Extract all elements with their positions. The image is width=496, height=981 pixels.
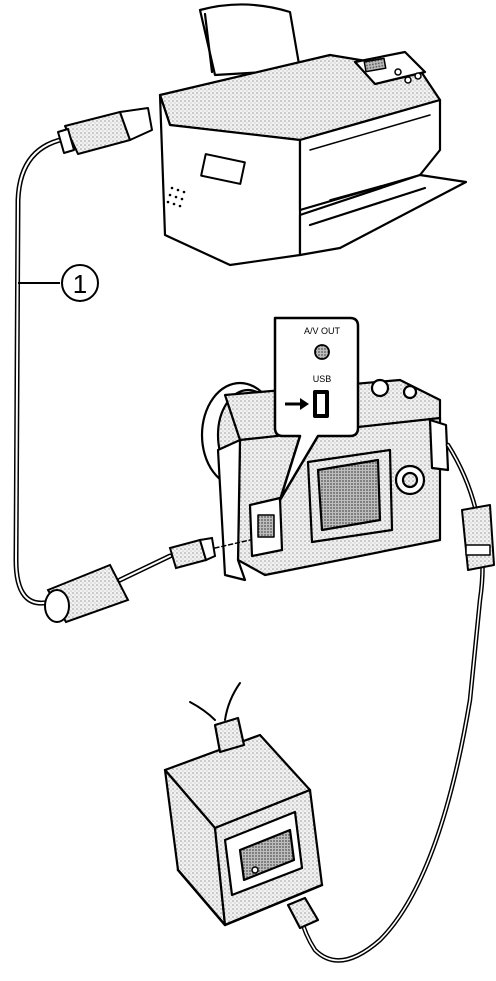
callout-1: 1 bbox=[18, 265, 98, 301]
ferrite-core-icon bbox=[45, 538, 215, 622]
usb-cable-icon bbox=[16, 108, 170, 603]
av-out-label: A/V OUT bbox=[304, 326, 341, 336]
av-out-port-icon bbox=[315, 345, 329, 359]
printer-icon bbox=[160, 4, 466, 265]
ac-adapter-icon bbox=[165, 718, 322, 928]
usb-label: USB bbox=[313, 374, 332, 384]
callout-number: 1 bbox=[73, 269, 87, 299]
